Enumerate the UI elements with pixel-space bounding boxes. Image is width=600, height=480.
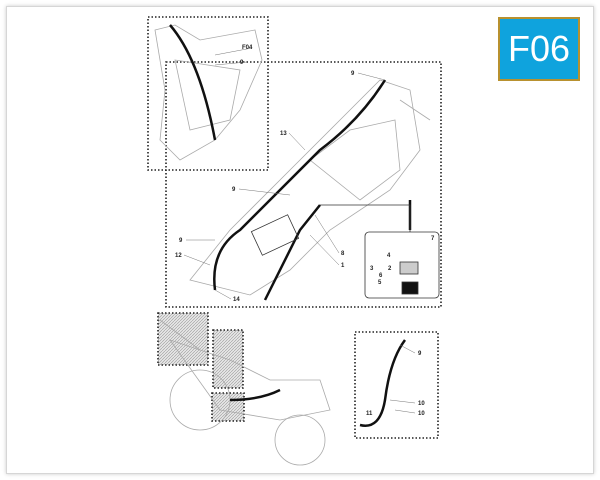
- label-f04: F04: [242, 45, 253, 51]
- detail-box-bottom-right: [354, 331, 439, 439]
- label-9: 9: [418, 351, 422, 357]
- label-2: 2: [388, 266, 392, 272]
- label-8: 8: [341, 251, 345, 257]
- label-5: 5: [378, 280, 382, 286]
- label-1: 1: [341, 263, 345, 269]
- detail-box-main: [165, 61, 442, 308]
- label-6: 6: [379, 273, 383, 279]
- battery: [250, 214, 300, 256]
- label-14: 14: [233, 297, 240, 303]
- wiring-harness: [169, 24, 412, 427]
- page-frame: [6, 6, 594, 474]
- section-badge: F06: [498, 17, 580, 81]
- label-9: 9: [232, 187, 236, 193]
- inset-box: [364, 231, 440, 299]
- label-12: 12: [175, 253, 182, 259]
- hatched-box-1: [157, 312, 209, 366]
- frame-drawing: [154, 24, 431, 466]
- label-4: 4: [387, 253, 391, 259]
- label-9: 9: [179, 238, 183, 244]
- detail-box-top-left: [147, 16, 269, 171]
- label-9: 9: [351, 71, 355, 77]
- hatched-box-3: [211, 392, 245, 422]
- label-9: 9: [240, 60, 244, 66]
- label-10: 10: [418, 401, 425, 407]
- label-10: 10: [418, 411, 425, 417]
- label-7: 7: [431, 236, 435, 242]
- label-13: 13: [280, 131, 287, 137]
- label-3: 3: [370, 266, 374, 272]
- label-11: 11: [366, 411, 373, 417]
